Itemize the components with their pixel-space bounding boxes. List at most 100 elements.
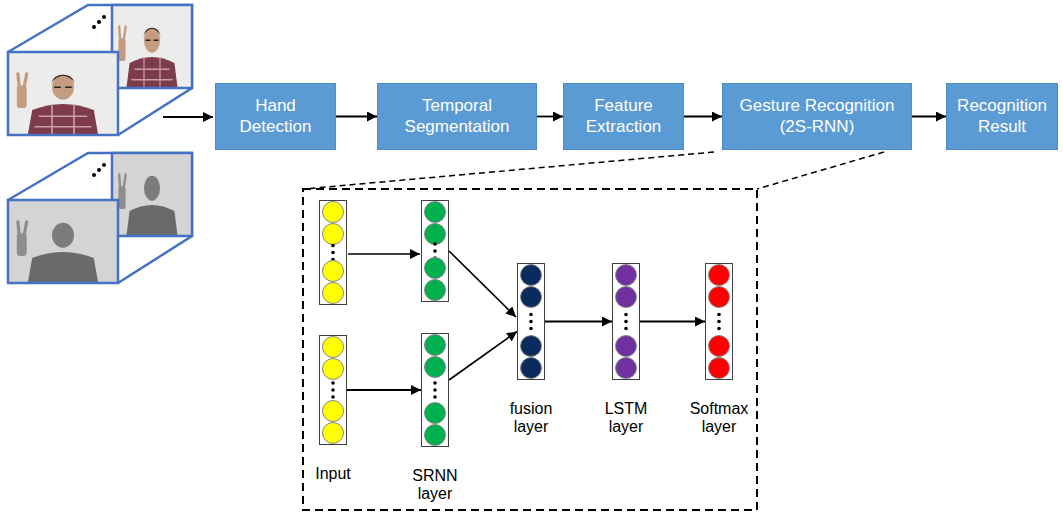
rgb-photo	[112, 5, 192, 88]
layer-outline	[518, 264, 545, 380]
flow-arrow	[640, 321, 705, 323]
flow-arrow	[545, 321, 612, 323]
neuron	[425, 258, 446, 279]
layer-arrow	[348, 253, 420, 255]
neuron	[323, 202, 344, 223]
layer-label: Softmax layer	[683, 400, 755, 437]
box-label: Gesture Recognition (2S-RNN)	[729, 96, 905, 137]
neuron	[616, 287, 637, 308]
process-box: Gesture Recognition (2S-RNN)	[722, 83, 912, 150]
layer-outline	[613, 264, 640, 380]
depth-photo	[112, 153, 192, 236]
flow-arrow	[912, 116, 946, 118]
rgb-frames	[8, 5, 192, 135]
ellipsis-dot	[624, 327, 628, 331]
flow-arrow	[336, 116, 377, 118]
neuron	[521, 336, 542, 357]
box-label: Hand Detection	[222, 96, 329, 137]
flow-arrow	[537, 116, 563, 118]
zoom-line	[304, 152, 714, 189]
ellipsis-dot	[624, 313, 628, 317]
photo-frame	[112, 153, 192, 236]
flow-arrow	[684, 116, 722, 118]
neuron	[521, 287, 542, 308]
depth-frames	[8, 153, 192, 283]
frame-stack-outline	[8, 153, 192, 283]
neuron	[521, 358, 542, 379]
ellipsis-dot	[717, 313, 721, 317]
neuron	[323, 401, 344, 422]
ellipsis-dot	[331, 388, 335, 392]
ellipsis-dot	[717, 327, 721, 331]
neuron	[616, 336, 637, 357]
ellipsis-dot	[624, 320, 628, 324]
rgb-photo	[8, 52, 118, 135]
box-label: Recognition Result	[953, 96, 1051, 137]
neuron-layer: LSTM layer	[612, 263, 640, 380]
ellipsis-dot	[433, 388, 437, 392]
ellipsis-dot	[97, 168, 101, 172]
layer-label: fusion layer	[495, 400, 567, 437]
neuron	[425, 403, 446, 424]
layer-arrow	[449, 251, 516, 317]
ellipsis-dot	[97, 20, 101, 24]
zoom-line	[757, 152, 884, 189]
neuron	[323, 423, 344, 444]
neuron	[323, 283, 344, 304]
detail-frame	[303, 189, 757, 510]
neuron	[425, 335, 446, 356]
neuron-layer: Softmax layer	[705, 263, 733, 380]
layer-label: SRNN layer	[399, 467, 471, 504]
neuron	[323, 359, 344, 380]
ellipsis-dot	[92, 173, 96, 177]
neuron	[323, 261, 344, 282]
neuron	[709, 336, 730, 357]
neuron	[425, 202, 446, 223]
layer-outline	[706, 264, 733, 380]
process-box: Hand Detection	[215, 83, 336, 150]
box-label: Feature Extraction	[570, 96, 677, 137]
neuron	[323, 337, 344, 358]
input-arrow	[163, 116, 213, 118]
neuron	[521, 265, 542, 286]
ellipsis-dot	[331, 251, 335, 255]
box-label: Temporal Segmentation	[384, 96, 530, 137]
layer-label: Input	[297, 465, 369, 483]
neuron	[616, 358, 637, 379]
neuron	[709, 358, 730, 379]
layer-shape	[421, 333, 449, 447]
photo-frame	[112, 5, 192, 88]
layer-label: LSTM layer	[590, 400, 662, 437]
flow-arrow	[449, 331, 517, 380]
process-box: Temporal Segmentation	[377, 83, 537, 150]
layer-shape	[517, 263, 545, 380]
layer-shape	[612, 263, 640, 380]
ellipsis-dot	[717, 320, 721, 324]
layer-outline	[320, 201, 347, 305]
photo-frame	[8, 200, 118, 283]
process-box: Recognition Result	[946, 83, 1058, 150]
neuron	[709, 265, 730, 286]
neuron	[616, 265, 637, 286]
ellipsis-dot	[433, 242, 437, 246]
frame-stack-outline	[8, 5, 192, 135]
neuron-layer	[422, 201, 449, 302]
neuron-layer: Input	[319, 335, 347, 445]
neuron	[425, 280, 446, 301]
ellipsis-dot	[433, 381, 437, 385]
ellipsis-dot	[529, 327, 533, 331]
layer-outline	[422, 334, 449, 447]
layer-outline	[320, 336, 347, 445]
ellipsis-dot	[92, 25, 96, 29]
neuron	[425, 224, 446, 245]
neuron	[425, 357, 446, 378]
ellipsis-dot	[529, 320, 533, 324]
neuron	[709, 287, 730, 308]
neuron	[323, 224, 344, 245]
ellipsis-dot	[433, 249, 437, 253]
neuron-layer: fusion layer	[517, 263, 545, 380]
ellipsis-dot	[433, 395, 437, 399]
layer-shape	[705, 263, 733, 380]
